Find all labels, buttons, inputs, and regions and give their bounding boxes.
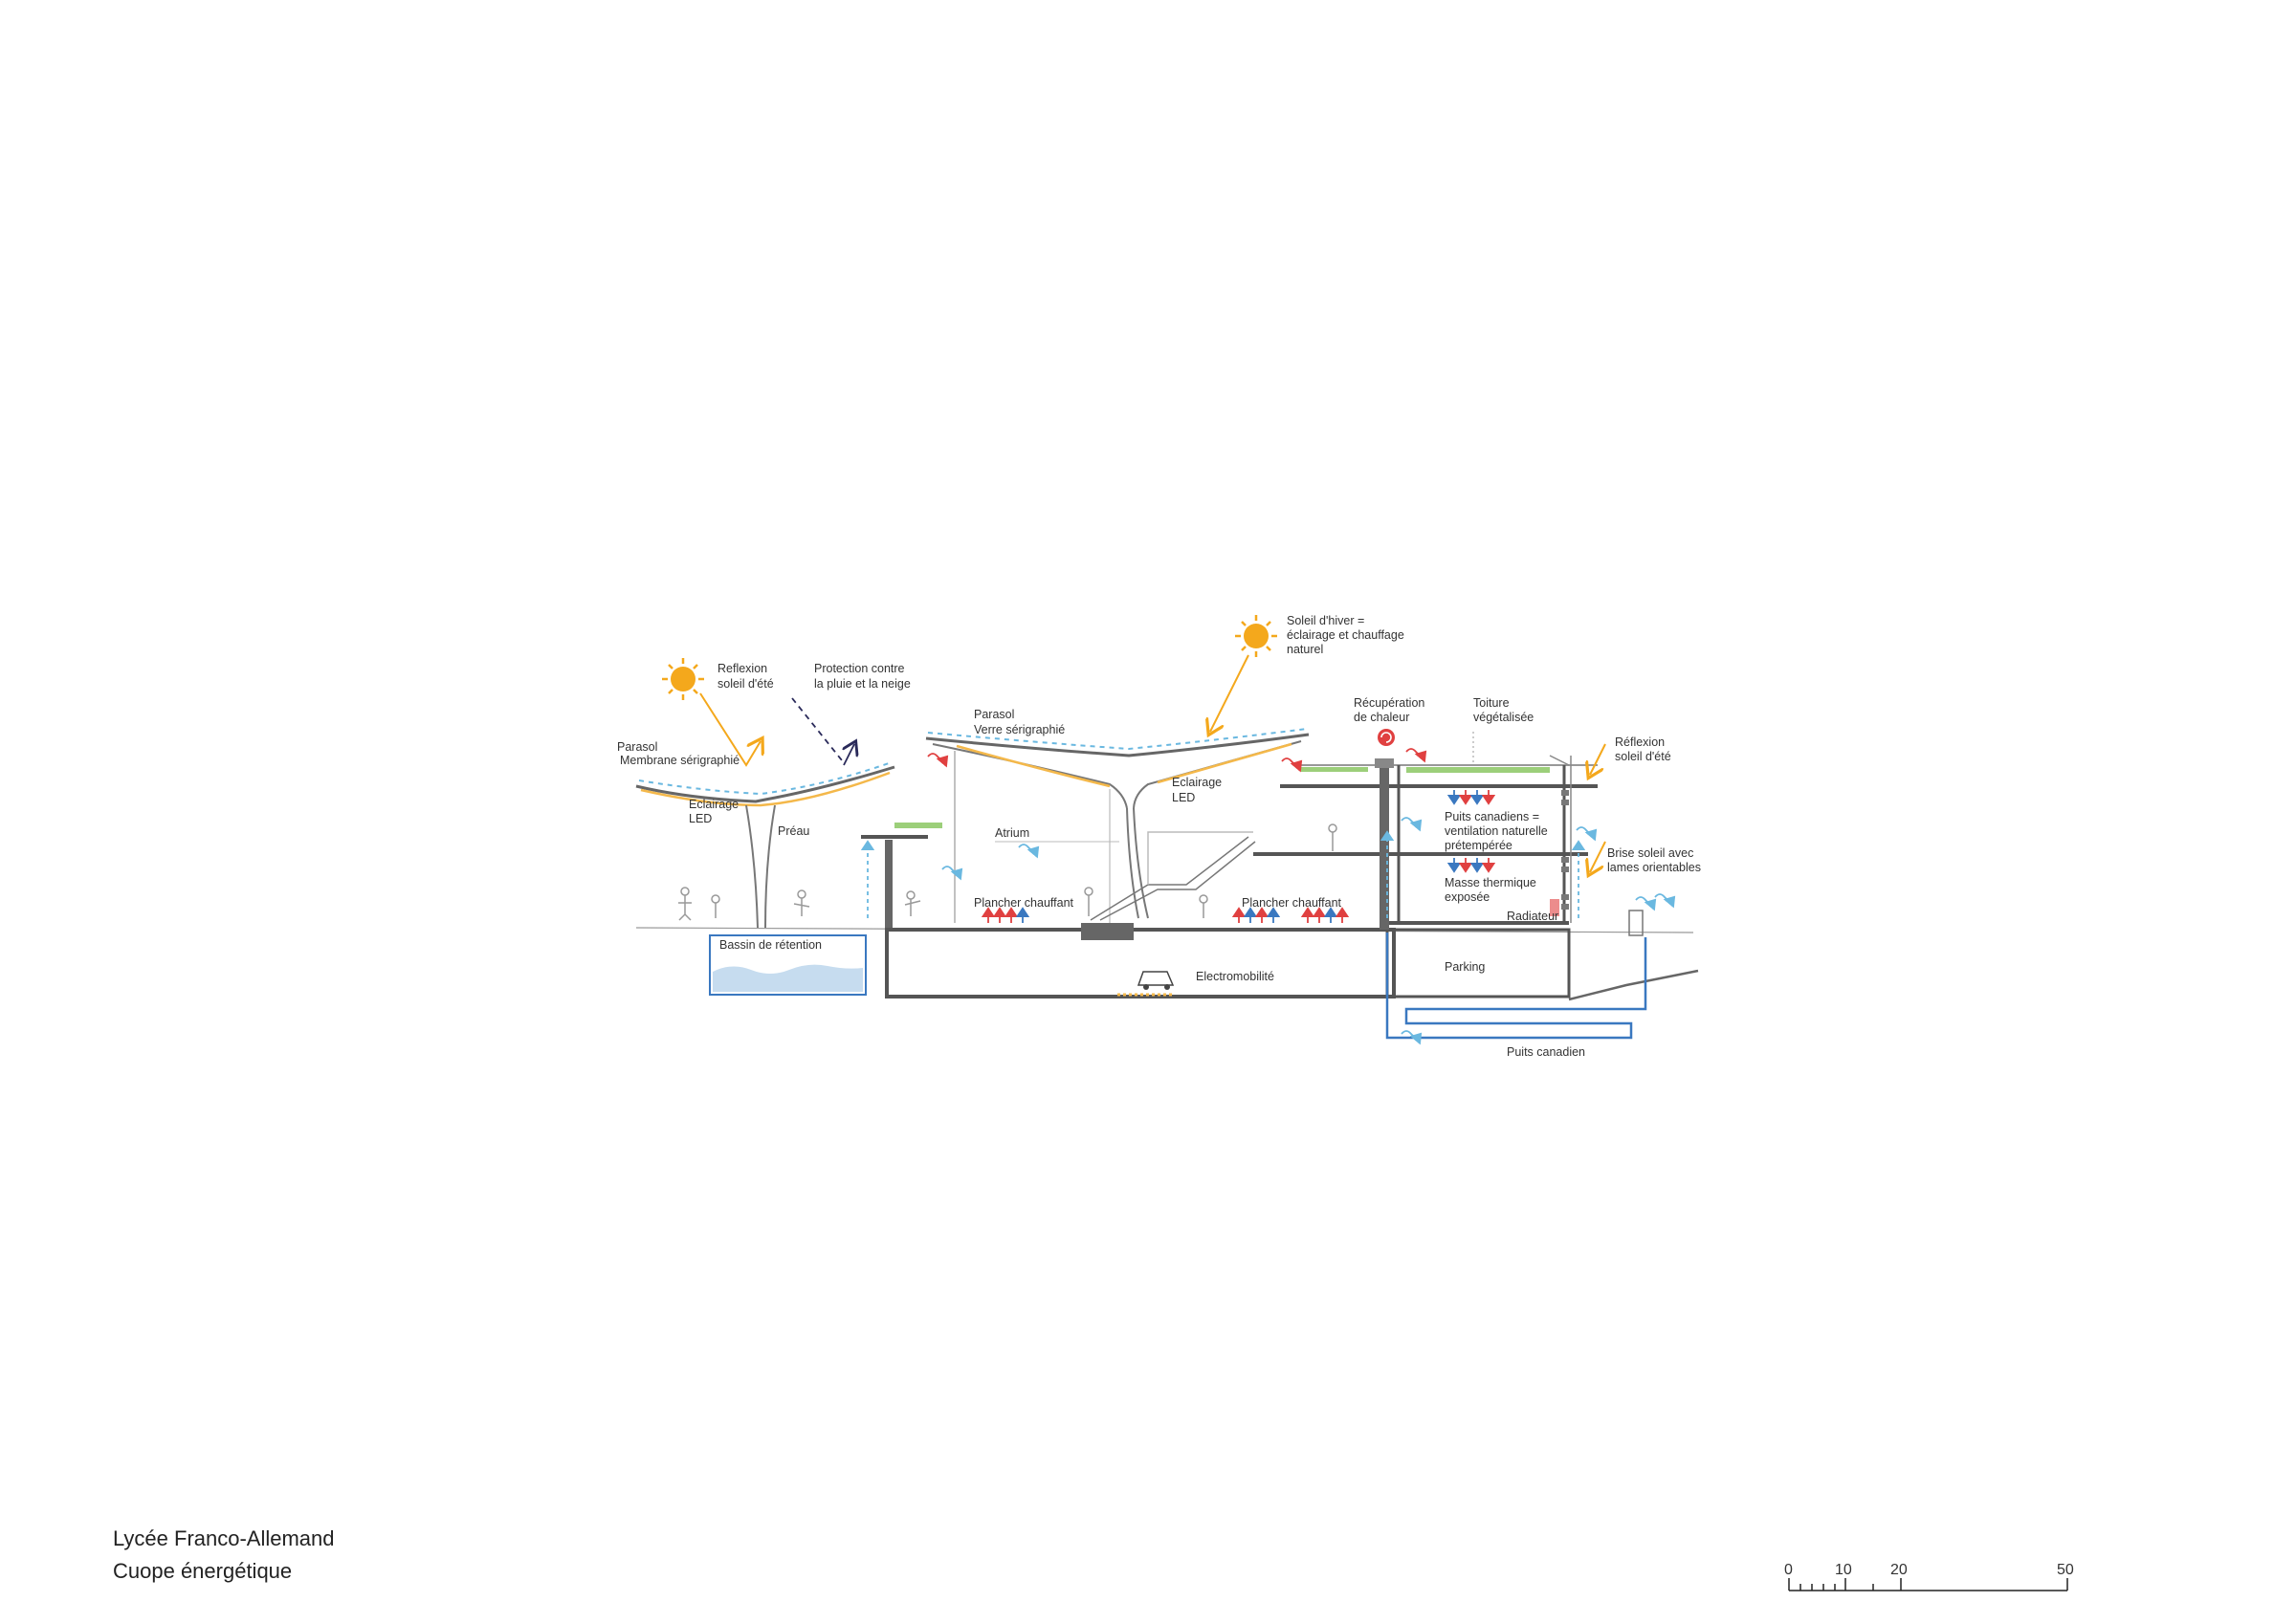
cool-air-wave bbox=[1402, 818, 1421, 823]
sun-icon-left bbox=[662, 658, 704, 700]
ground-slope bbox=[1568, 969, 1699, 1001]
label-reflexion-right: Réflexion soleil d'été bbox=[1615, 735, 1671, 763]
rain-deflection-arrow bbox=[844, 744, 854, 766]
label-puits-ventilation: Puits canadiens = ventilation naturelle … bbox=[1445, 810, 1551, 852]
brise-soleil bbox=[1561, 790, 1569, 910]
brise-soleil-arrow bbox=[1590, 841, 1606, 872]
thermal-mass-arrows-bottom bbox=[1446, 858, 1496, 873]
scale-tick-0: 0 bbox=[1784, 1562, 1793, 1578]
scale-tick-20: 20 bbox=[1890, 1562, 1908, 1578]
label-masse-thermique: Masse thermique exposée bbox=[1445, 876, 1539, 904]
cool-air-wave bbox=[1577, 827, 1596, 833]
label-reflexion-left: Reflexion soleil d'été bbox=[718, 662, 774, 691]
electric-car-icon bbox=[1117, 971, 1175, 997]
left-parasol bbox=[635, 761, 895, 929]
summer-reflection-right-arrow bbox=[1590, 743, 1606, 775]
heat-recovery-icon bbox=[1378, 729, 1395, 746]
label-parasol-mid: Parasol Verre sérigraphié bbox=[974, 708, 1065, 736]
label-plancher-left: Plancher chauffant bbox=[974, 896, 1074, 910]
label-electromobilite: Electromobilité bbox=[1196, 970, 1274, 983]
underfloor-heating-arrows-right bbox=[1231, 907, 1350, 923]
winter-sun-ray bbox=[1210, 654, 1249, 732]
label-plancher-right: Plancher chauffant bbox=[1242, 896, 1342, 910]
sun-icon-winter bbox=[1235, 615, 1277, 657]
warm-air-wave bbox=[1406, 749, 1425, 755]
scale-tick-10: 10 bbox=[1835, 1562, 1852, 1578]
atrium-structure bbox=[861, 751, 1119, 928]
retention-basin bbox=[709, 934, 867, 996]
air-intake bbox=[1628, 910, 1644, 936]
central-parasol bbox=[925, 728, 1310, 919]
scale-tick-50: 50 bbox=[2057, 1562, 2074, 1578]
canadian-well-pipe bbox=[1385, 933, 1647, 1040]
warm-air-wave bbox=[928, 754, 947, 759]
label-brise-soleil: Brise soleil avec lames orientables bbox=[1607, 846, 1701, 874]
label-recuperation: Récupération de chaleur bbox=[1354, 696, 1428, 724]
label-parking: Parking bbox=[1445, 960, 1485, 974]
label-soleil-hiver: Soleil d'hiver = éclairage et chauffage … bbox=[1287, 614, 1407, 656]
label-bassin: Bassin de rétention bbox=[719, 938, 822, 952]
rain-protection-arrow bbox=[791, 697, 843, 761]
cool-air-wave bbox=[1402, 1031, 1421, 1037]
floor-slabs bbox=[1253, 764, 1598, 925]
label-eclairage-mid: Eclairage LED bbox=[1172, 776, 1225, 804]
label-eclairage-left: Eclairage LED bbox=[689, 798, 742, 825]
cool-air-wave bbox=[942, 867, 961, 872]
cool-air-wave bbox=[1655, 894, 1674, 900]
staircase bbox=[1090, 831, 1256, 921]
label-atrium: Atrium bbox=[995, 826, 1029, 840]
summer-sun-reflection-ray bbox=[699, 692, 761, 767]
label-protection: Protection contre la pluie et la neige bbox=[814, 662, 911, 691]
caption-title: Lycée Franco-Allemand bbox=[113, 1526, 335, 1550]
warm-air-wave bbox=[1282, 758, 1301, 764]
underfloor-heating-arrows-left bbox=[981, 907, 1030, 923]
caption-subtitle: Cuope énergétique bbox=[113, 1559, 293, 1583]
cool-air-wave bbox=[1636, 897, 1655, 903]
label-puits-canadien: Puits canadien bbox=[1507, 1045, 1585, 1059]
label-radiateur: Radiateur bbox=[1507, 910, 1558, 923]
label-preau: Préau bbox=[778, 824, 809, 838]
label-parasol-left: Parasol Membrane sérigraphié bbox=[617, 740, 740, 767]
cool-air-wave bbox=[1019, 845, 1038, 850]
people-silhouettes bbox=[678, 823, 1337, 921]
thermal-mass-arrows-top bbox=[1446, 790, 1496, 805]
scale-bar bbox=[1788, 1578, 2068, 1591]
radiator bbox=[1550, 899, 1559, 916]
label-toiture: Toiture végétalisée bbox=[1473, 696, 1534, 724]
